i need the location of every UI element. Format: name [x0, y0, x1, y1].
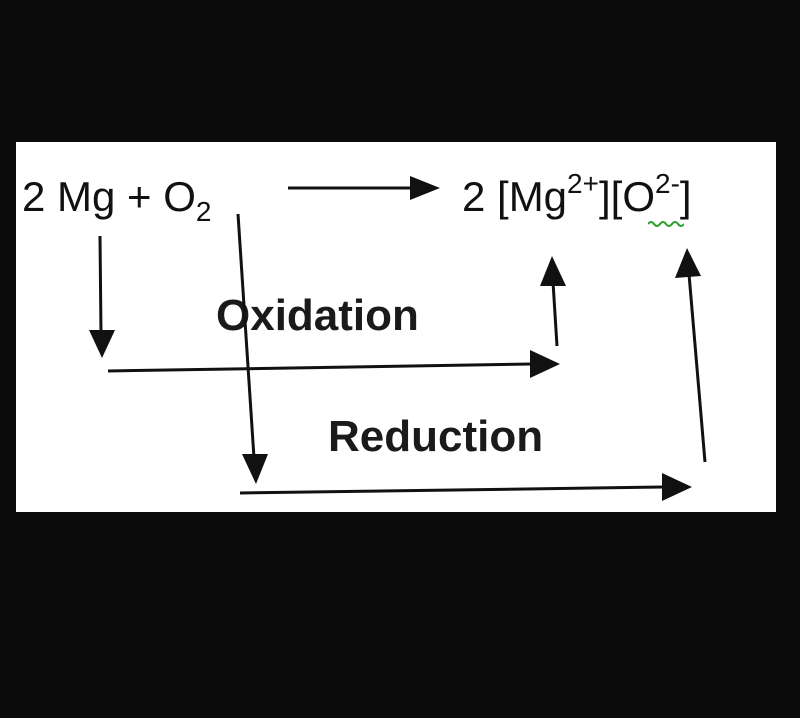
oxidation-right-arrow-head-icon — [530, 350, 560, 378]
oxidation-label: Oxidation — [216, 291, 419, 340]
spellcheck-squiggle — [648, 221, 684, 227]
mg-charge: 2+ — [567, 168, 599, 199]
reduction-right-arrow-head-icon — [662, 473, 692, 501]
reactants-text: 2 Mg + O — [22, 173, 196, 220]
mg-up-arrow-head-icon — [540, 256, 566, 286]
products-close-bracket: ] — [679, 173, 692, 220]
mg-down-shaft — [98, 235, 103, 335]
reactants: 2 Mg + O2 — [22, 173, 211, 226]
o-charge: 2- — [655, 168, 680, 199]
products-o-text: ][O — [598, 173, 655, 220]
reduction-label: Reduction — [328, 412, 544, 461]
mg-down-arrow-head-icon — [89, 330, 115, 358]
oxidation-horizontal-shaft — [107, 362, 533, 373]
o-up-shaft — [687, 273, 707, 463]
products-mg-text: 2 [Mg — [462, 173, 568, 220]
reduction-horizontal-shaft — [239, 485, 665, 495]
reaction-arrow-head-icon — [410, 176, 440, 200]
diagram-panel — [16, 142, 776, 512]
o2-down-arrow-head-icon — [242, 454, 268, 484]
mg-up-shaft — [551, 281, 559, 347]
o-up-arrow-head-icon — [675, 248, 701, 278]
products: 2 [Mg2+][O2-] — [462, 170, 692, 220]
oxygen-subscript: 2 — [195, 196, 212, 227]
o2-down-shaft — [236, 213, 256, 459]
